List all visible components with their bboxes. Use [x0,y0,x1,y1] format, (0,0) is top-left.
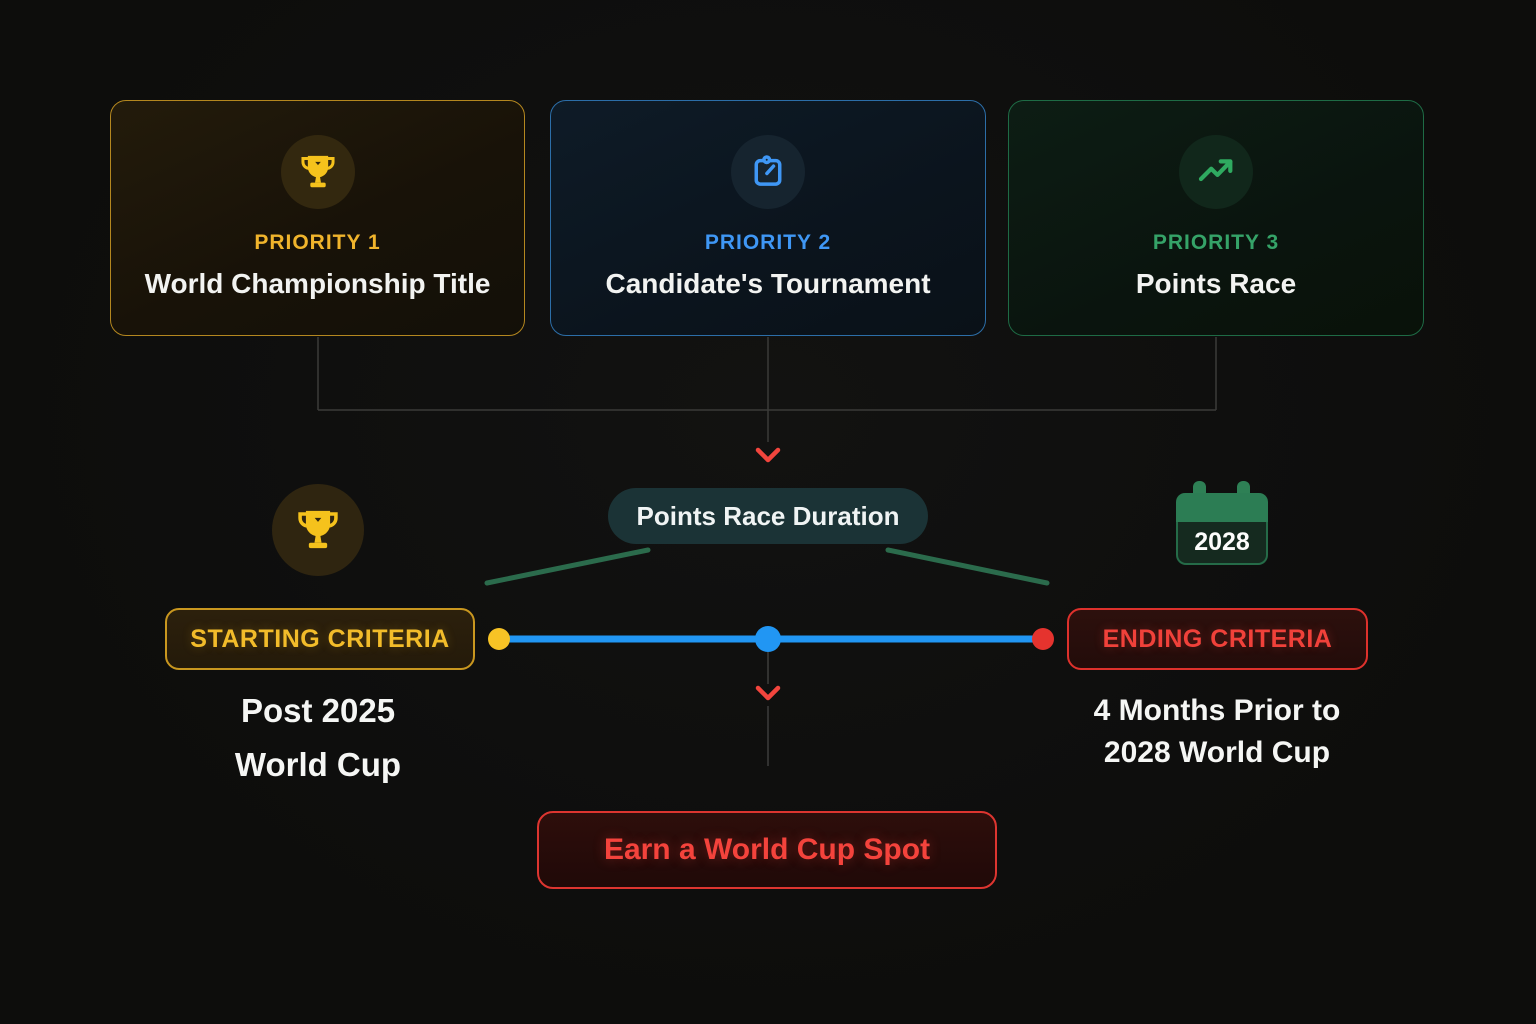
trending-up-icon [1179,135,1253,209]
priority-1-card: PRIORITY 1 World Championship Title [110,100,525,336]
ending-criteria-line1: 4 Months Prior to [1093,694,1341,727]
chevron-down-icon [755,447,781,463]
calendar-icon: 2028 [1176,481,1268,565]
priority-2-label: PRIORITY 2 [704,231,832,254]
ending-criteria-text: 4 Months Prior to 2028 World Cup [1017,690,1417,774]
priority-2-title: Candidate's Tournament [605,268,931,299]
starting-criteria-text: Post 2025 World Cup [118,684,518,792]
trophy-icon [280,135,355,209]
points-race-duration-pill: Points Race Duration [608,488,928,544]
priority-3-label: PRIORITY 3 [1152,231,1280,254]
starting-criteria-line2: World Cup [234,746,402,783]
earn-world-cup-spot-button[interactable]: Earn a World Cup Spot [537,811,997,889]
timeline-mid-dot [755,626,781,652]
starting-criteria-badge: STARTING CRITERIA [165,608,475,670]
timeline-start-dot [488,628,510,650]
calendar-year: 2028 [1176,522,1268,565]
chevron-down-icon [755,685,781,701]
starting-criteria-line1: Post 2025 [240,692,396,729]
timeline-end-dot [1032,628,1054,650]
clipboard-edit-icon [731,135,805,209]
ending-criteria-badge: ENDING CRITERIA [1067,608,1368,670]
priority-3-card: PRIORITY 3 Points Race [1008,100,1424,336]
priority-1-title: World Championship Title [144,268,491,299]
priority-1-label: PRIORITY 1 [254,231,381,254]
calendar-header [1176,493,1268,522]
priority-3-title: Points Race [1135,268,1297,299]
duration-brace-left-line [484,547,651,586]
priority-2-card: PRIORITY 2 Candidate's Tournament [550,100,986,336]
card-connector-lines [317,337,1217,442]
ending-criteria-line2: 2028 World Cup [1103,736,1331,769]
duration-brace-right-line [885,547,1050,586]
trophy-icon [272,484,364,576]
